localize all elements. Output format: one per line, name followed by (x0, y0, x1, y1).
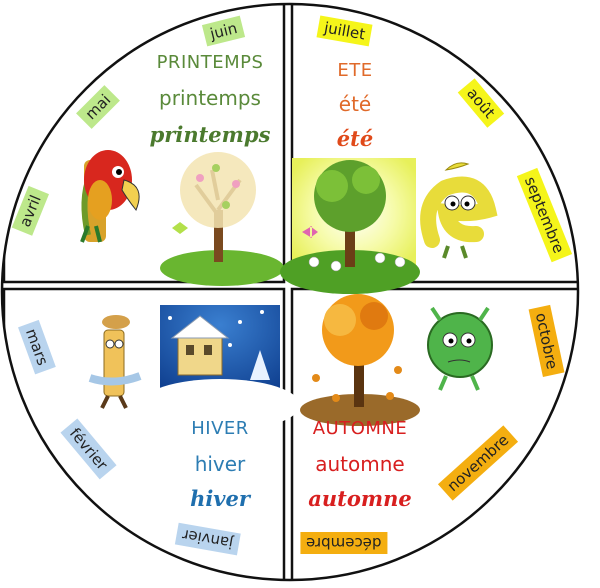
spring-title-lower: printemps (159, 86, 261, 110)
autumn-tree-icon (300, 294, 420, 426)
summer-title-caps: ETE (337, 60, 373, 81)
autumn-title-caps: AUTOMNE (312, 418, 408, 439)
winter-title-cursive: hiver (190, 486, 250, 511)
autumn-title-cursive: automne (308, 486, 412, 511)
summer-title-cursive: été (336, 126, 374, 151)
letter-i-character-icon (88, 315, 142, 409)
letter-e-character-icon (420, 162, 498, 259)
spring-title-caps: PRINTEMPS (156, 52, 264, 73)
summer-tree-icon (280, 158, 420, 294)
winter-title-lower: hiver (194, 452, 246, 476)
winter-title-caps: HIVER (191, 418, 249, 439)
autumn-title-lower: automne (315, 452, 405, 476)
blossom-tree-icon (160, 152, 284, 286)
letter-o-character-icon (427, 306, 493, 391)
summer-title-lower: été (338, 92, 372, 116)
snowy-house-icon (140, 305, 300, 431)
month-tag-december: décembre (300, 532, 388, 554)
spring-title-cursive: printemps (149, 122, 271, 147)
parrot-letter-p-icon (80, 150, 140, 243)
